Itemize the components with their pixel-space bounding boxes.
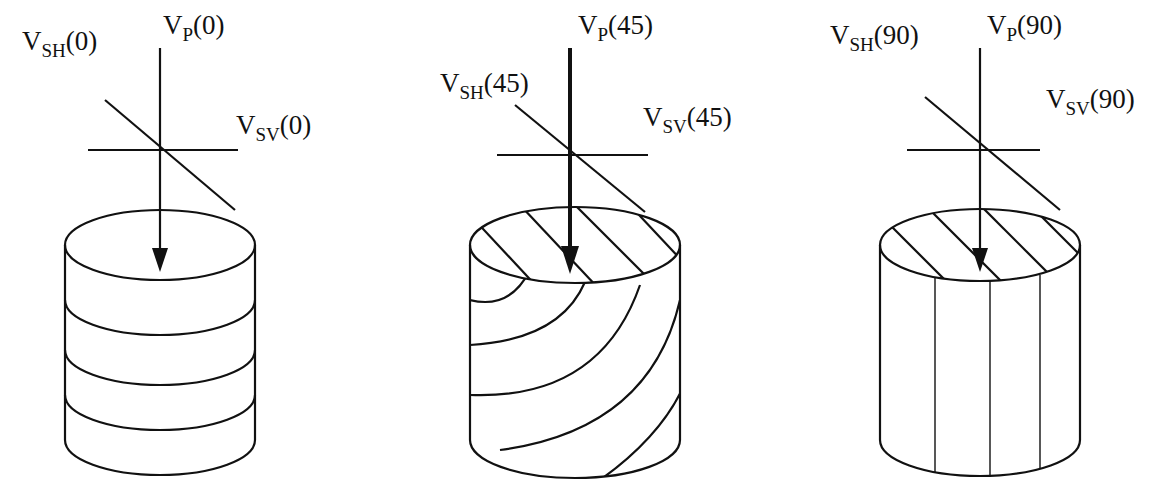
- shear-h-velocity: VSH(45): [440, 70, 529, 97]
- wave-subscript: SV: [1066, 98, 1090, 119]
- cylinder-45: [470, 200, 700, 480]
- angle-value: (90): [1090, 84, 1135, 114]
- angle-value: (0): [193, 10, 224, 40]
- velocity-symbol: V: [236, 110, 256, 140]
- wave-subscript: SV: [256, 124, 280, 145]
- shear-v-velocity: VSV(45): [643, 104, 732, 131]
- wave-axes-90: [907, 48, 1060, 250]
- shear-h-velocity: VSH(0): [22, 28, 97, 55]
- wave-axes-0: [88, 48, 238, 250]
- velocity-symbol: V: [1046, 84, 1066, 114]
- angle-value: (0): [280, 110, 311, 140]
- velocity-symbol: V: [440, 68, 460, 98]
- wave-subscript: SV: [663, 116, 687, 137]
- angle-value: (0): [66, 26, 97, 56]
- angle-value: (90): [1017, 10, 1062, 40]
- cylinder-90: [880, 200, 1100, 480]
- velocity-symbol: V: [163, 10, 183, 40]
- p-velocity: VP(90): [987, 12, 1062, 39]
- wave-subscript: P: [598, 24, 609, 45]
- velocity-symbol: V: [578, 10, 598, 40]
- arrow-head: [561, 246, 579, 274]
- velocity-symbol: V: [643, 102, 663, 132]
- arrow-head: [152, 248, 168, 272]
- velocity-symbol: V: [22, 26, 42, 56]
- p-velocity: VP(0): [163, 12, 225, 39]
- shear-v-velocity: VSV(0): [236, 112, 311, 139]
- angle-value: (45): [484, 68, 529, 98]
- velocity-symbol: V: [987, 10, 1007, 40]
- arrow-head: [972, 248, 988, 272]
- shear-h-velocity: VSH(90): [830, 22, 919, 49]
- velocity-symbol: V: [830, 20, 850, 50]
- cylinder-0: [65, 210, 255, 475]
- wave-subscript: P: [1007, 24, 1018, 45]
- wave-subscript: SH: [460, 82, 484, 103]
- wave-subscript: SH: [850, 34, 874, 55]
- p-velocity: VP(45): [578, 12, 653, 39]
- angle-value: (45): [608, 10, 653, 40]
- angle-value: (45): [687, 102, 732, 132]
- angle-value: (90): [874, 20, 919, 50]
- wave-subscript: P: [183, 24, 194, 45]
- shear-v-velocity: VSV(90): [1046, 86, 1135, 113]
- wave-subscript: SH: [42, 40, 66, 61]
